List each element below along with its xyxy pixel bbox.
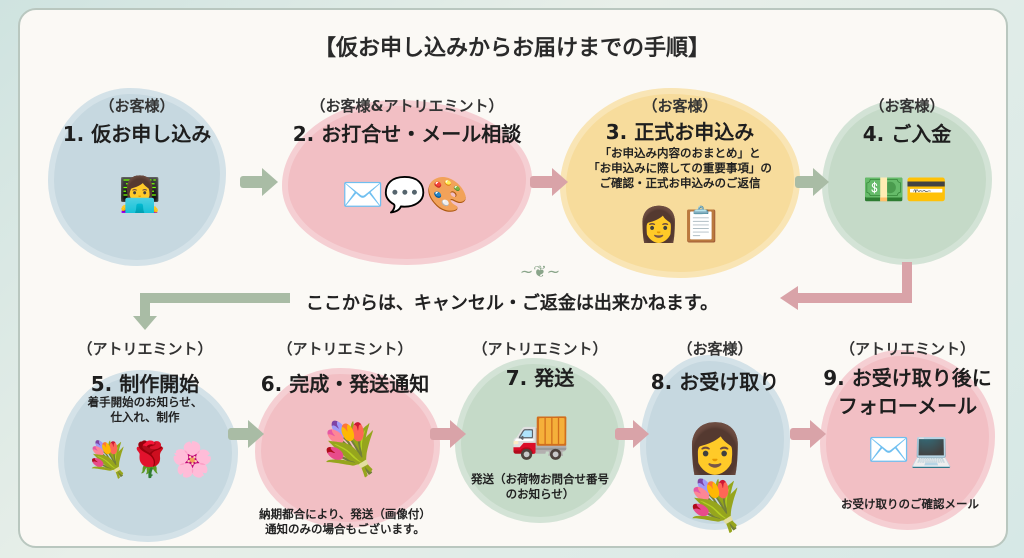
step-4-title: 4. ご入金 (862, 122, 952, 146)
step-3-bubble (560, 88, 800, 278)
envelope-chat-icon: ✉️💬🎨 (341, 175, 469, 215)
step-5-description: 着手開始のお知らせ、 仕入れ、制作 (50, 395, 240, 425)
flowers-icon: 💐🌹🌸 (86, 440, 214, 480)
step-8-bubble (640, 355, 790, 530)
truck-icon: 🚚 (510, 406, 570, 462)
arrow-head-down (133, 316, 157, 330)
desc-line: お受け取りのご確認メール (841, 497, 979, 511)
desc-line: のお知らせ） (505, 487, 575, 501)
leaf-ornament-icon: ~❦~ (519, 262, 561, 281)
step-7-role: （アトリエミント） (472, 340, 608, 358)
desc-line: 納期都合により、発送（画像付） (259, 507, 431, 521)
step-8-role: （お客様） (677, 340, 753, 358)
arrow-2-to-3 (530, 168, 568, 196)
step-3-role: （お客様） (642, 97, 718, 115)
step-1-title: 1. 仮お申し込み (62, 122, 212, 146)
step-2-title: 2. お打合せ・メール相談 (292, 122, 522, 146)
cancellation-notice: ここからは、キャンセル・ご返金は出来かねます。 (305, 293, 719, 314)
desc-line: ご確認・正式お申込みのご返信 (599, 176, 761, 190)
woman-laptop-icon: 👩‍💻 (118, 175, 162, 215)
connector-down (902, 262, 912, 302)
arrow-6-to-7 (430, 420, 466, 448)
arrow-1-to-2 (240, 168, 278, 196)
mail-laptop-icon: ✉️💻 (867, 430, 953, 470)
arrow-5-to-6 (228, 420, 264, 448)
step-5-title: 5. 制作開始 (90, 372, 200, 396)
desc-line: 「お申込み内容のおまとめ」と (599, 146, 761, 160)
step-1-role: （お客様） (99, 97, 175, 115)
money-card-icon: 💵💳 (862, 170, 948, 210)
arrow-3-to-4 (795, 168, 829, 196)
step-6-bubble (255, 368, 440, 528)
desc-line: 着手開始のお知らせ、 (87, 395, 203, 409)
step-9-description: お受け取りのご確認メール (815, 497, 1005, 512)
step-4-bubble (822, 100, 992, 265)
connector-down-left (140, 293, 150, 318)
woman-bouquet-icon: 👩💐 (685, 421, 745, 534)
step-2-role: （お客様&アトリエミント） (310, 97, 504, 115)
title-line: フォローメール (837, 394, 978, 418)
step-4-role: （お客様） (869, 97, 945, 115)
desc-line: 「お申込みに際しての重要事項」の (588, 161, 772, 175)
step-2-bubble (282, 100, 532, 265)
step-8-title: 8. お受け取り (650, 370, 780, 394)
arrow-head-left (780, 286, 798, 310)
arrow-8-to-9 (790, 420, 826, 448)
connector-right (140, 293, 290, 303)
step-6-role: （アトリエミント） (277, 340, 413, 358)
step-5-role: （アトリエミント） (77, 340, 213, 358)
step-7-description: 発送（お荷物お問合せ番号 のお知らせ） (445, 472, 635, 502)
step-7-bubble (455, 358, 625, 523)
step-3-title: 3. 正式お申込み (605, 120, 755, 144)
step-6-description: 納期都合により、発送（画像付） 通知のみの場合もございます。 (230, 507, 460, 537)
step-7-title: 7. 発送 (505, 366, 575, 390)
woman-checklist-icon: 👩📋 (637, 205, 723, 245)
step-9-role: （アトリエミント） (839, 340, 975, 358)
desc-line: 発送（お荷物お問合せ番号 (471, 472, 609, 486)
step-3-description: 「お申込み内容のおまとめ」と 「お申込みに際しての重要事項」の ご確認・正式お申… (560, 146, 800, 191)
step-1-bubble (48, 88, 226, 266)
title-line: 9. お受け取り後に (823, 366, 992, 390)
diagram-title: 【仮お申し込みからお届けまでの手順】 (313, 36, 710, 61)
bouquet-icon: 💐 (318, 420, 382, 478)
desc-line: 仕入れ、制作 (110, 410, 180, 424)
desc-line: 通知のみの場合もございます。 (265, 522, 425, 536)
connector-left (795, 293, 912, 303)
step-9-bubble (820, 350, 995, 530)
arrow-7-to-8 (615, 420, 649, 448)
step-9-title: 9. お受け取り後に フォローメール (805, 364, 1010, 420)
step-5-bubble (58, 370, 238, 542)
step-6-title: 6. 完成・発送通知 (260, 372, 430, 396)
